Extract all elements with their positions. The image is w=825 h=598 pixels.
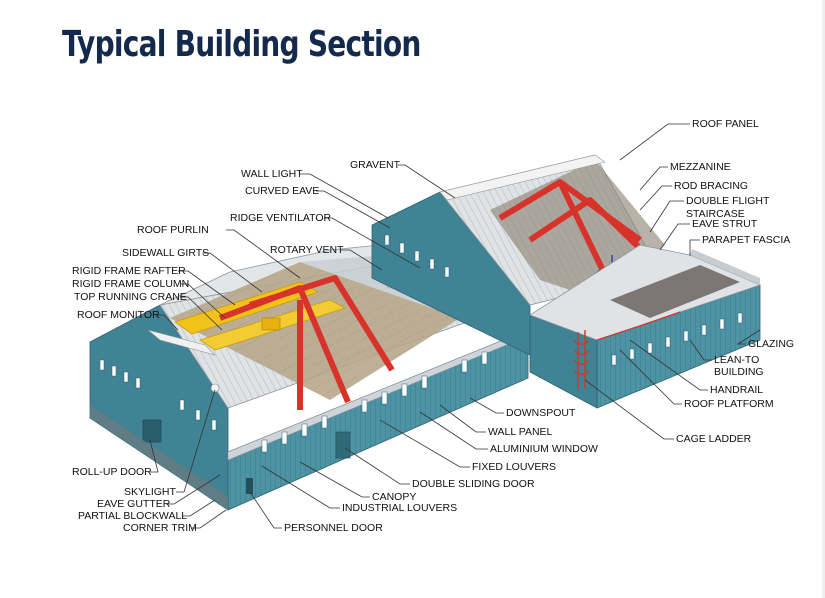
gravent-shape	[439, 154, 606, 201]
label-rotary-vent: ROTARY VENT	[270, 244, 344, 256]
label-cage-ladder: CAGE LADDER	[676, 433, 752, 445]
rigid-frames	[218, 275, 395, 410]
label-parapet-fascia: PARAPET FASCIA	[702, 234, 790, 246]
partial-blockwall-band	[90, 405, 228, 510]
crane-hoist	[261, 317, 281, 331]
label-top-running-crane: TOP RUNNING CRANE	[74, 291, 187, 303]
label-curved-eave: CURVED EAVE	[245, 185, 319, 197]
front-windows	[261, 351, 488, 453]
label-eave-strut: EAVE STRUT	[692, 218, 758, 230]
label-eave-gutter: EAVE GUTTER	[97, 498, 171, 510]
label-downspout: DOWNSPOUT	[506, 407, 576, 419]
double-sliding-door-shape	[335, 431, 351, 459]
cage-ladder-shape	[574, 330, 589, 390]
label-lean-to: LEAN-TO	[714, 354, 759, 366]
lean-to-cutaway	[610, 265, 740, 318]
label-aluminium-window: ALUMINIUM WINDOW	[490, 443, 598, 455]
rear-frames	[498, 179, 663, 287]
handrail-shape	[596, 311, 681, 341]
rear-windows	[384, 234, 450, 278]
label-sidewall-girts: SIDEWALL GIRTS	[122, 247, 209, 259]
label-fixed-louvers: FIXED LOUVERS	[472, 461, 556, 473]
label-roof-monitor: ROOF MONITOR	[77, 309, 160, 321]
label-gravent: GRAVENT	[350, 159, 401, 171]
label-wall-panel: WALL PANEL	[488, 426, 553, 438]
label-staircase: STAIRCASE	[686, 208, 745, 220]
diagram-labels: ROOF PANEL MEZZANINE ROD BRACING DOUBLE …	[72, 118, 794, 534]
gable-windows	[99, 359, 217, 431]
building-illustration	[89, 154, 762, 511]
lean-to-windows	[611, 312, 743, 366]
label-double-flight: DOUBLE FLIGHT	[686, 195, 770, 207]
label-mezzanine: MEZZANINE	[670, 161, 731, 173]
roof-monitor-shape	[147, 329, 217, 356]
parapet-fascia-shape	[690, 249, 760, 285]
leader-lines	[149, 123, 761, 529]
frame-2	[249, 275, 395, 372]
label-industrial-louvers: INDUSTRIAL LOUVERS	[342, 502, 457, 514]
label-ridge-ventilator: RIDGE VENTILATOR	[230, 212, 332, 224]
label-rigid-frame-column: RIGID FRAME COLUMN	[72, 278, 189, 290]
label-roof-panel: ROOF PANEL	[692, 118, 759, 130]
label-double-sliding-door: DOUBLE SLIDING DOOR	[412, 478, 535, 490]
label-wall-light: WALL LIGHT	[241, 168, 303, 180]
label-corner-trim: CORNER TRIM	[123, 522, 197, 534]
label-partial-blockwall: PARTIAL BLOCKWALL	[78, 510, 187, 522]
label-canopy: CANOPY	[372, 491, 416, 503]
right-edge-border	[822, 0, 825, 598]
label-roof-platform: ROOF PLATFORM	[684, 398, 774, 410]
label-personnel-door: PERSONNEL DOOR	[284, 522, 383, 534]
label-roll-up-door: ROLL-UP DOOR	[72, 466, 152, 478]
roll-up-door-shape	[142, 419, 162, 443]
page-title: Typical Building Section	[62, 24, 421, 65]
label-glazing: GLAZING	[748, 338, 794, 350]
label-skylight: SKYLIGHT	[124, 486, 177, 498]
label-roof-purlin: ROOF PURLIN	[137, 224, 209, 236]
label-handrail: HANDRAIL	[710, 384, 763, 396]
label-rigid-frame-rafter: RIGID FRAME RAFTER	[72, 265, 186, 277]
label-building: BUILDING	[714, 366, 764, 378]
personnel-door-shape	[246, 478, 253, 494]
label-rod-bracing: ROD BRACING	[674, 180, 748, 192]
